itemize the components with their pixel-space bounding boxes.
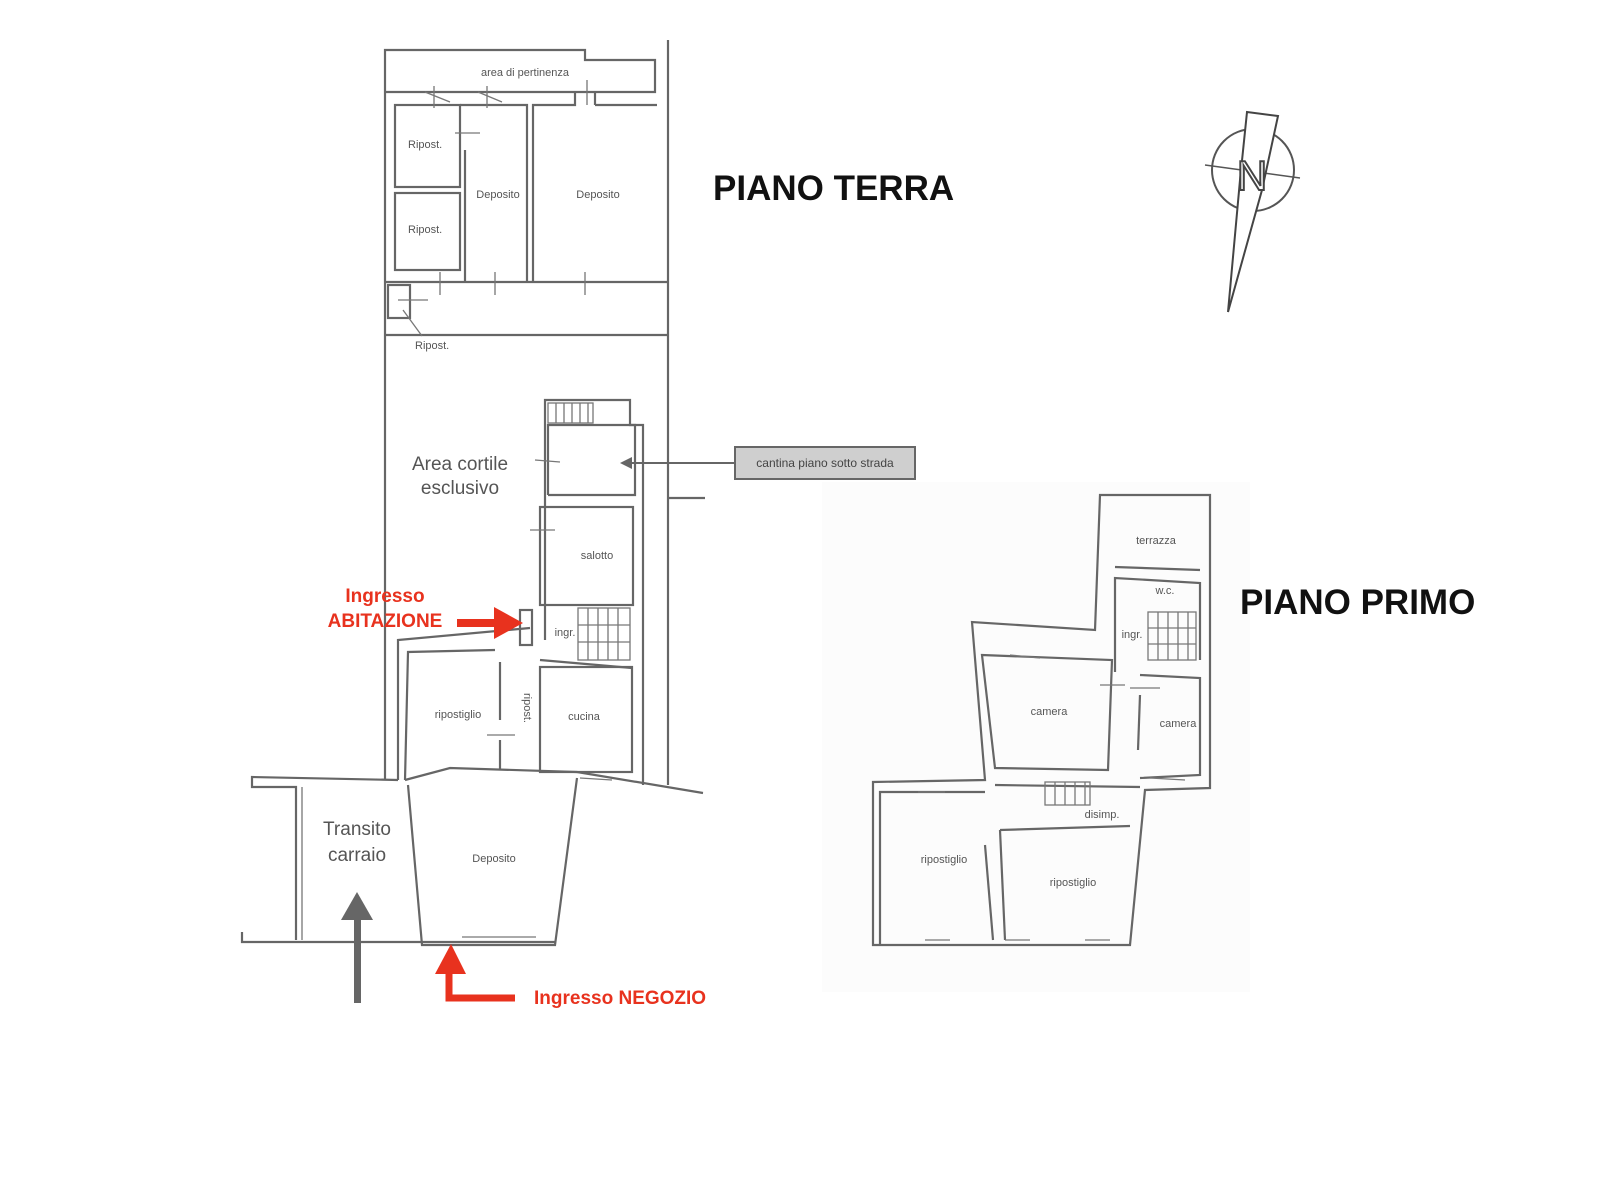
ground-floor-title: PIANO TERRA [713, 169, 954, 208]
room-label-cucina: cucina [568, 711, 601, 723]
first-floor-plan [871, 493, 1212, 947]
room-label-camera: camera [1160, 718, 1198, 730]
room-label-ripost: Ripost. [408, 224, 442, 236]
entrance-shop-label: Ingresso NEGOZIO [534, 988, 706, 1009]
room-label-area-pertinenza: area di pertinenza [481, 67, 570, 79]
callout-box [734, 446, 916, 480]
entrance-home-label-line2: ABITAZIONE [328, 611, 443, 632]
room-label-ripostiglio: ripostiglio [435, 709, 481, 721]
callout-label: cantina piano sotto strada [756, 456, 894, 470]
first-floor-background [822, 482, 1250, 992]
room-label-area-cortile: Area cortile [412, 454, 508, 475]
room-label-deposito-negozio: Deposito [472, 853, 515, 865]
room-label-ripost: Ripost. [408, 139, 442, 151]
room-label-ripost: Ripost. [415, 340, 449, 352]
room-label-ripostiglio: ripostiglio [1050, 877, 1096, 889]
first-floor-title: PIANO PRIMO [1240, 583, 1475, 622]
driveway-arrow [341, 892, 373, 1003]
room-label-transito: Transito [323, 819, 391, 840]
compass-north-icon: N [1204, 110, 1301, 313]
room-label-deposito: Deposito [476, 189, 519, 201]
room-label-ingresso: ingr. [1122, 629, 1143, 641]
entrance-home-label: Ingresso [345, 586, 424, 607]
room-label-camera: camera [1031, 706, 1069, 718]
room-label-area-cortile-line2: esclusivo [421, 478, 499, 499]
room-label-ripostiglio: ripostiglio [921, 854, 967, 866]
ground-floor-lower-block [240, 398, 705, 947]
room-label-wc: w.c. [1155, 585, 1175, 597]
room-label-disimpegno: disimp. [1085, 809, 1120, 821]
room-label-deposito: Deposito [576, 189, 619, 201]
entrance-home-arrow [457, 607, 523, 639]
room-label-ripost-small: ripost. [521, 693, 533, 723]
compass-letter: N [1237, 152, 1267, 199]
room-label-terrazza: terrazza [1136, 535, 1177, 547]
room-label-salotto: salotto [581, 550, 613, 562]
entrance-shop-arrow [435, 944, 515, 1002]
room-label-ingresso: ingr. [555, 627, 576, 639]
room-label-transito-line2: carraio [328, 845, 386, 866]
ground-floor-upper-block [383, 40, 670, 785]
